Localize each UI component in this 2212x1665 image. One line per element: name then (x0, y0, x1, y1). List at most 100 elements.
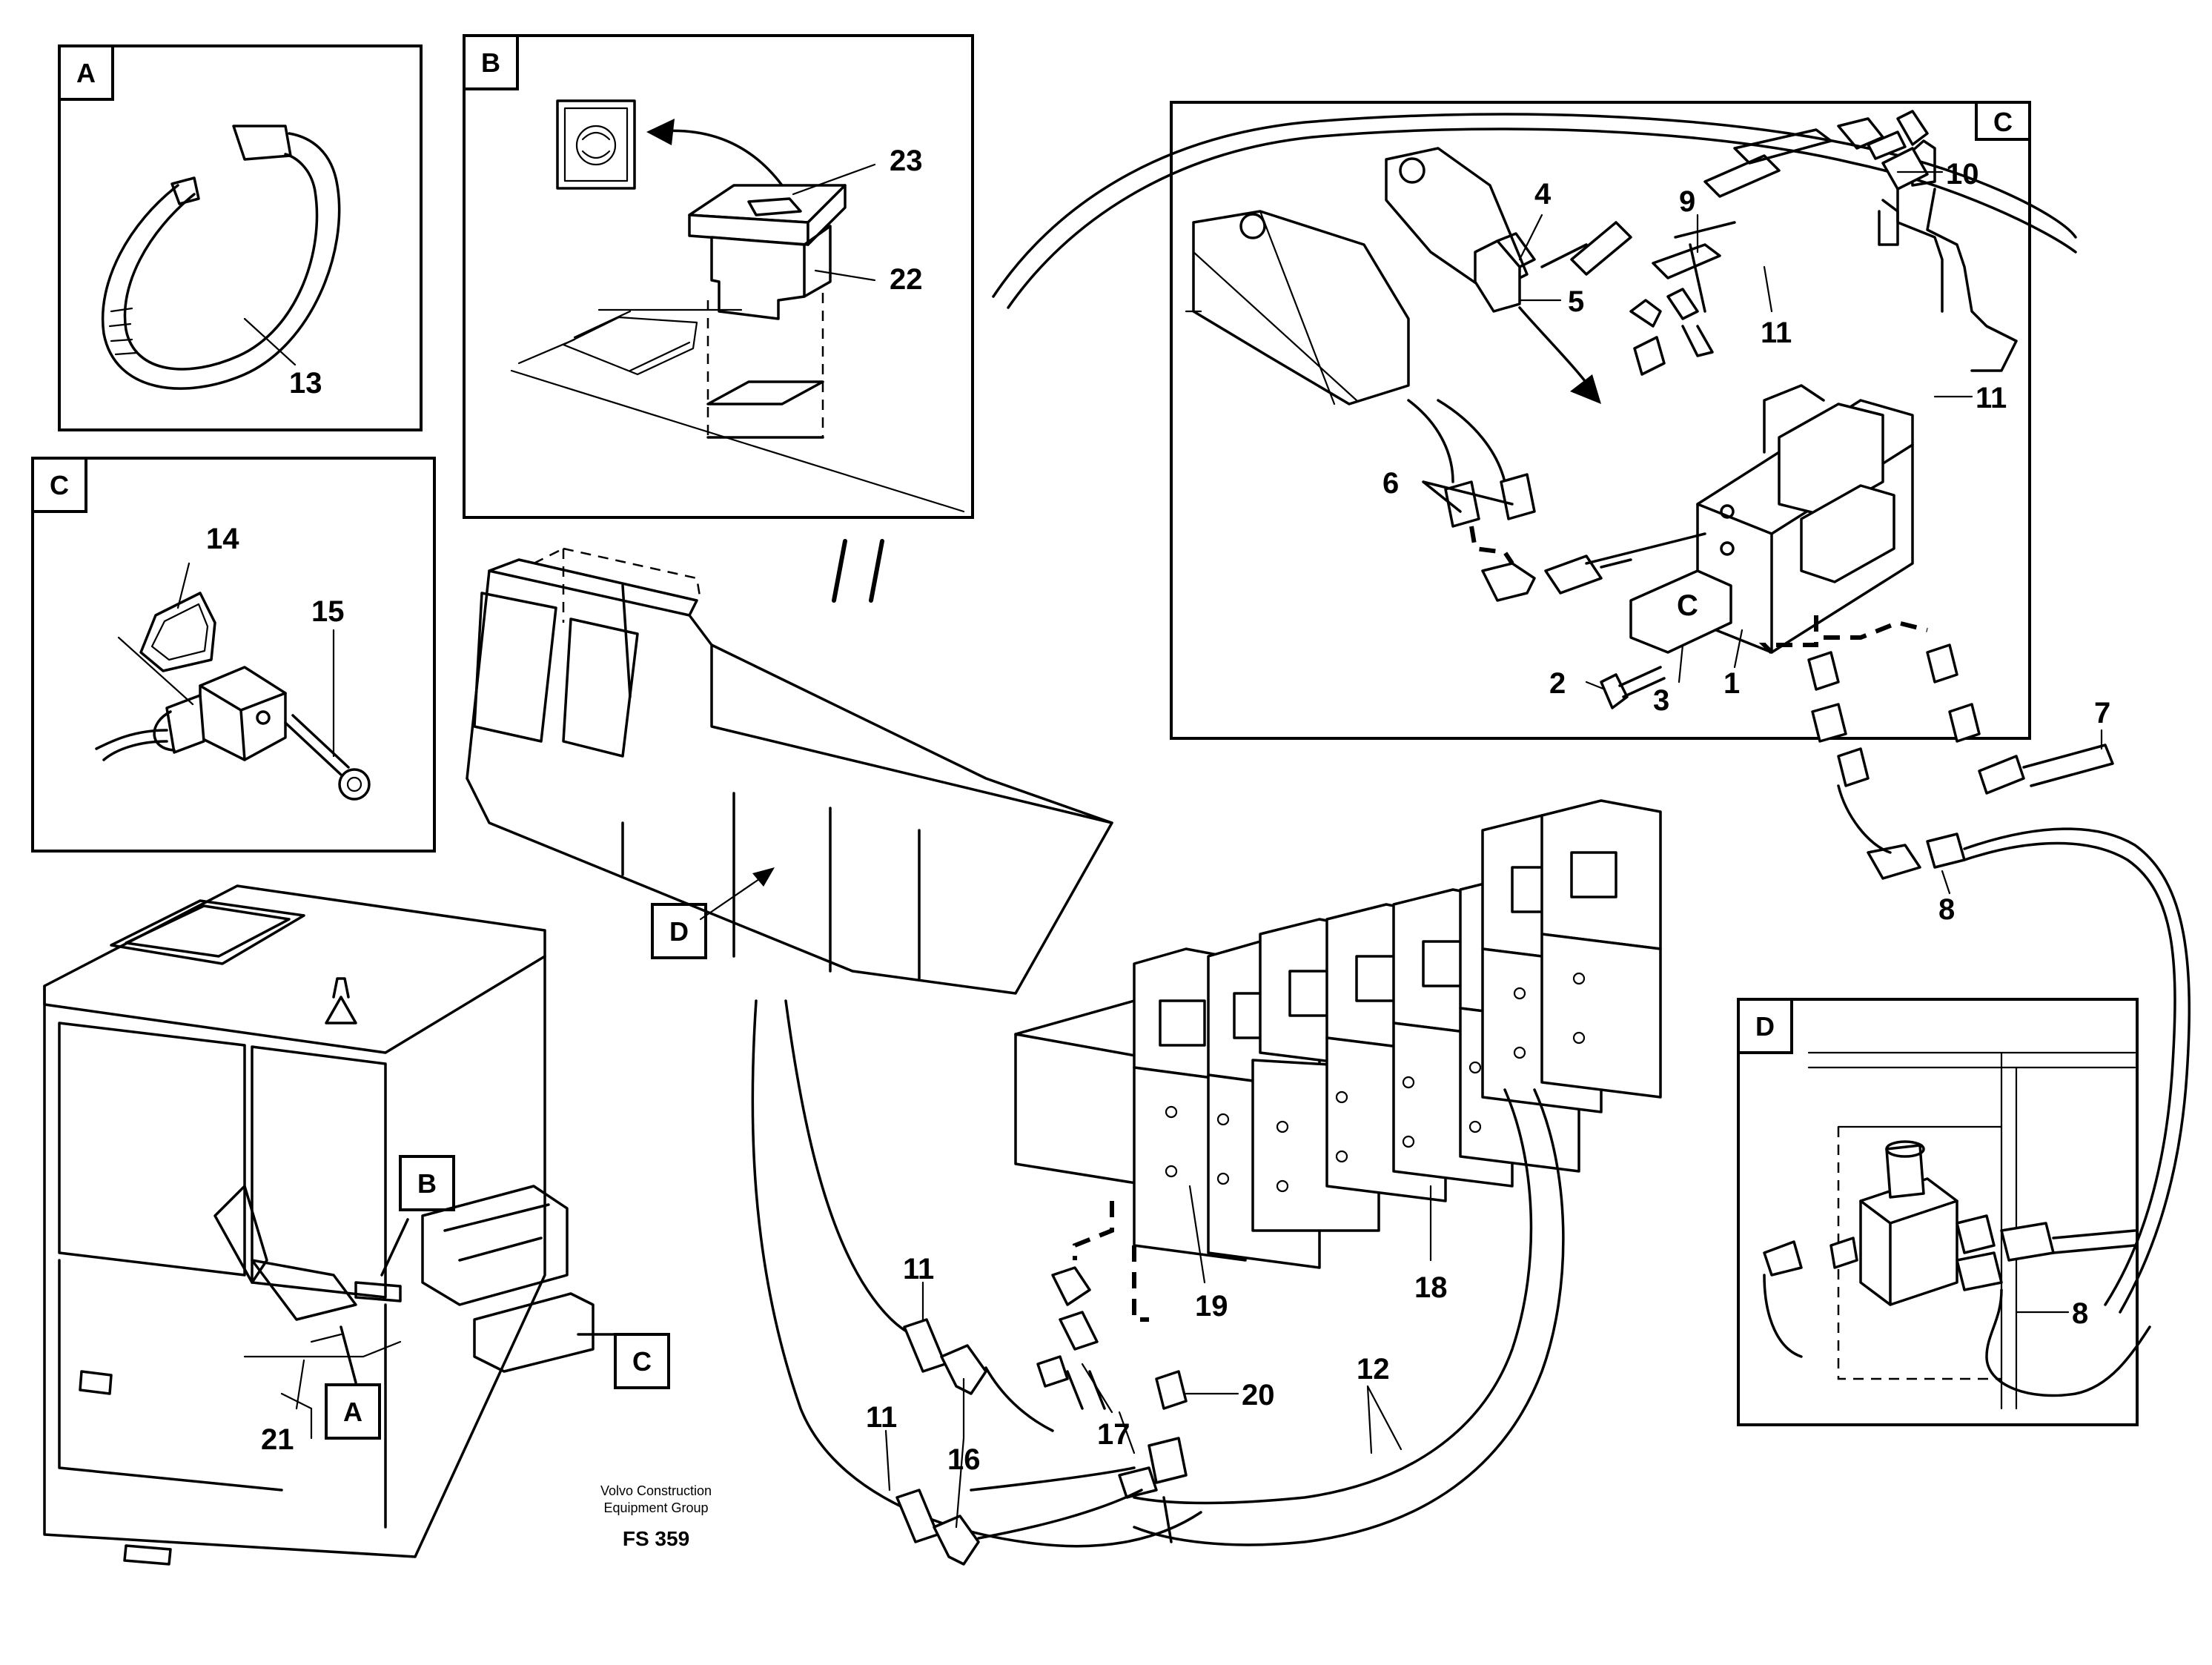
beacon-icon (325, 977, 357, 1025)
leader-3 (1678, 643, 1684, 683)
valve-block-icon: C (1629, 384, 1914, 654)
detail-a-frame (58, 44, 423, 431)
callout-14: 14 (206, 523, 239, 555)
callout-1: 1 (1723, 667, 1740, 700)
valve-bank: 19 18 (1014, 799, 1662, 1323)
leader-23 (792, 163, 876, 196)
hose-8-loop (1963, 827, 2191, 1314)
detail-d-hose-left (1763, 1274, 1803, 1358)
bolt-15-icon (284, 714, 371, 801)
leader-2 (1585, 681, 1606, 691)
detail-d-tag-box (1737, 998, 1793, 1054)
cab-windows (58, 1022, 387, 1299)
fittings-exit-a (1811, 703, 1870, 787)
console-box (421, 1185, 569, 1306)
leader-16 (955, 1377, 965, 1529)
wiring (243, 1333, 402, 1440)
detail-d-frame (1737, 998, 2139, 1426)
gasket-guide (117, 636, 194, 706)
detail-b: B 23 22 (463, 34, 974, 519)
machine-edges (488, 558, 1113, 824)
cab-b-leader (380, 1218, 409, 1277)
manifold-block-icon (1859, 1140, 1958, 1306)
cab-a-tag-box (325, 1383, 381, 1440)
callout-11b: 11 (866, 1401, 897, 1434)
machine-d-arrow (752, 867, 775, 887)
callout-11c: 11 (1761, 317, 1792, 349)
hoses-left (751, 999, 1202, 1548)
detail-c-small-frame (31, 457, 436, 853)
pressure-sensor-icon (95, 666, 287, 761)
cab-c-tag: C (632, 1346, 652, 1377)
callout-20: 20 (1242, 1379, 1275, 1411)
machine-d-tag-box (651, 903, 707, 959)
install-guides (706, 293, 824, 437)
leader-11c (1763, 265, 1773, 313)
hose-to-valve (1585, 532, 1706, 569)
arrow-head (646, 119, 675, 145)
detail-c-large: C C (992, 101, 2077, 740)
callout-23: 23 (890, 145, 923, 177)
gasket-icon (139, 592, 216, 672)
callout-22: 22 (890, 263, 923, 296)
cable-tie-icon (102, 125, 341, 390)
arrow-4-line (1518, 306, 1595, 394)
outer-hose-upper-b (1007, 128, 2077, 309)
detail-d-hidden (1837, 1127, 2001, 1380)
cab-sticker (79, 1370, 113, 1395)
leader-19 (1188, 1185, 1206, 1284)
callout-11a: 11 (903, 1253, 934, 1285)
detail-c-small-tag-box (31, 457, 87, 513)
leader-8 (1941, 870, 1951, 895)
footer-company-line2: Equipment Group (603, 1500, 708, 1515)
arrow-4-head (1570, 374, 1601, 404)
cab-outline (43, 884, 546, 1558)
callout-19: 19 (1195, 1290, 1228, 1323)
callout-10: 10 (1946, 158, 1979, 191)
leader-11b (884, 1429, 891, 1492)
callout-11d: 11 (1976, 382, 2007, 414)
detail-c-small-tag: C (50, 470, 69, 500)
detail-d-hose-right (2052, 1229, 2136, 1254)
callout-8b: 8 (2072, 1297, 2088, 1330)
cab-c-tag-box (614, 1333, 670, 1389)
bolt-2-icon (1600, 666, 1666, 709)
detail-b-tag: B (481, 47, 500, 78)
detail-c-large-tag-box (1975, 101, 2031, 141)
detail-a: A 13 (58, 44, 423, 431)
cab-roof-hatch (110, 899, 305, 965)
break-lines (832, 539, 884, 603)
machine-panels (621, 792, 921, 980)
detail-a-tag-box (58, 44, 114, 101)
callout-6: 6 (1382, 467, 1399, 500)
dash-valve-links (1073, 1201, 1149, 1322)
machine-outline (466, 569, 1113, 995)
callout-3: 3 (1653, 684, 1669, 717)
machine-cab-windows (473, 592, 639, 758)
rocker-switch-icon (688, 184, 847, 320)
leader-6 (1422, 480, 1514, 513)
hose-8-start (1837, 784, 1921, 880)
callout-7: 7 (2094, 697, 2110, 729)
cab-b-tag: B (417, 1168, 437, 1199)
detail-b-tag-box (463, 34, 519, 90)
fittings-exit-b (1948, 703, 2025, 795)
fittings-11-16 (895, 1318, 1143, 1566)
detail-b-frame (463, 34, 974, 519)
cab-b-tag-box (399, 1155, 455, 1211)
panel-cutout (706, 380, 824, 439)
hoses-6 (1407, 399, 1506, 483)
machine-hidden-edges (533, 547, 702, 623)
control-lever (213, 1185, 357, 1321)
leader-17 (1081, 1363, 1136, 1454)
valve-c-label: C (1677, 589, 1698, 622)
outer-hose-upper (992, 113, 2077, 298)
fittings-6 (1444, 473, 1536, 528)
switch-symbol-icon (556, 99, 636, 190)
detail-c-small: C 14 15 (31, 457, 436, 853)
callout-9: 9 (1679, 185, 1695, 218)
bolt-heads (1165, 972, 1586, 1193)
hose-to-tee (970, 1466, 1136, 1492)
footer: Volvo Construction Equipment Group FS 35… (600, 1483, 712, 1550)
